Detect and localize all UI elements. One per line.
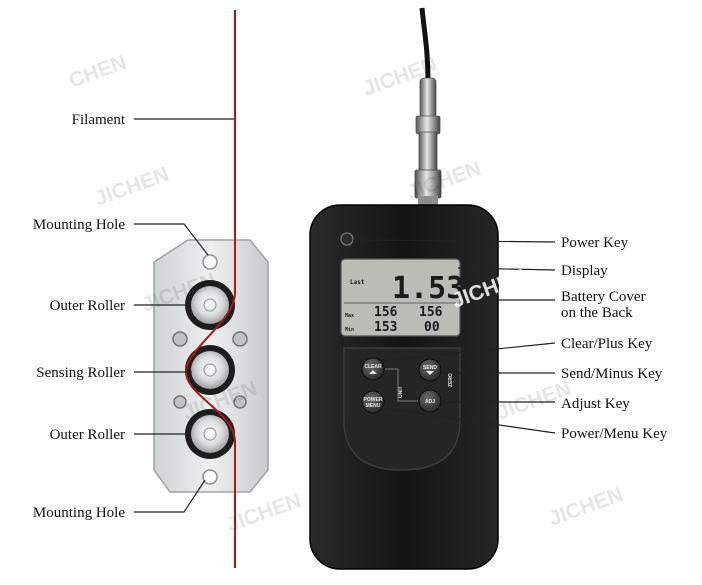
label-outer-roller-bottom: Outer Roller [50, 427, 125, 443]
send-key-text: SEND [423, 365, 437, 371]
display-min-left: 153 [374, 320, 397, 335]
right-labels: Power Key Display Battery Cover on the B… [561, 235, 668, 442]
display-label-min: Min [345, 327, 354, 333]
display-max-right: 156 [419, 305, 443, 320]
screw-right [232, 331, 248, 347]
unit-side-label: UNIT [398, 386, 404, 398]
clear-key-text: CLEAR [364, 364, 382, 370]
label-battery-cover-1: Battery Cover [561, 289, 646, 305]
clear-plus-key[interactable]: CLEAR [361, 357, 385, 381]
screw-left [172, 331, 188, 347]
keypad-panel [343, 347, 461, 471]
screw-right-2 [233, 395, 247, 409]
label-mounting-hole-bottom: Mounting Hole [33, 505, 125, 521]
label-sensing-roller: Sensing Roller [36, 365, 125, 381]
label-battery-cover-2: on the Back [561, 305, 633, 321]
label-display: Display [561, 263, 608, 279]
watermark-3: JICHEN [404, 157, 484, 205]
watermark-7: JICHEN [494, 377, 574, 425]
mounting-hole-bottom [202, 469, 218, 485]
left-labels: Filament Mounting Hole Outer Roller Sens… [33, 112, 126, 521]
keypad-trace [385, 368, 418, 402]
label-outer-roller-top: Outer Roller [50, 298, 125, 314]
probe-cable [419, 7, 431, 81]
screw-left-2 [173, 395, 187, 409]
display-label-max: Max [345, 313, 354, 319]
zero-side-label: ZERO [448, 373, 454, 387]
label-power-menu-key: Power/Menu Key [561, 426, 668, 442]
display-main-value: 1.53 [392, 271, 464, 306]
display-min-right: 00 [424, 320, 440, 335]
probe [414, 77, 442, 206]
send-minus-key[interactable]: SEND [418, 358, 442, 382]
outer-roller-top [185, 280, 235, 330]
leader-power-menu-key [380, 407, 556, 434]
display: Last 1.53 Max 156 156 Min 153 00 [340, 258, 464, 337]
adj-key-text: ADJ [425, 399, 435, 405]
watermark-9: JICHEN [546, 483, 626, 531]
watermark-2: JICHEN [92, 163, 172, 211]
power-menu-text-1: POWER [364, 397, 383, 403]
label-mounting-hole-top: Mounting Hole [33, 217, 125, 233]
power-menu-key[interactable]: POWER MENU [361, 390, 385, 414]
sensor-assembly [153, 10, 269, 568]
label-send-minus-key: Send/Minus Key [561, 366, 663, 382]
minus-arrow-icon [426, 371, 434, 375]
outer-roller-bottom [185, 409, 235, 459]
display-label-last: Last [350, 279, 365, 286]
leader-lines [134, 118, 556, 513]
plus-arrow-icon [369, 370, 377, 374]
gauge-device: Last 1.53 Max 156 156 Min 153 00 UNIT ZE… [309, 7, 499, 570]
leader-power-key [352, 239, 556, 243]
power-menu-text-2: MENU [366, 403, 381, 409]
adjust-key[interactable]: ADJ [418, 389, 442, 413]
mounting-hole-top [202, 254, 218, 270]
label-adjust-key: Adjust Key [561, 396, 630, 412]
display-max-left: 156 [374, 305, 398, 320]
label-filament: Filament [72, 112, 126, 128]
sensing-roller [185, 345, 235, 395]
label-power-key: Power Key [561, 235, 629, 251]
power-key[interactable] [340, 232, 354, 246]
filament-line [184, 10, 237, 568]
leader-mounting-hole-bottom [134, 479, 206, 513]
label-clear-plus-key: Clear/Plus Key [561, 336, 653, 352]
leader-clear-key [378, 342, 556, 362]
leader-mounting-hole-top [134, 223, 209, 256]
watermark-partial: CHEN [66, 51, 130, 93]
leader-display [457, 267, 556, 271]
